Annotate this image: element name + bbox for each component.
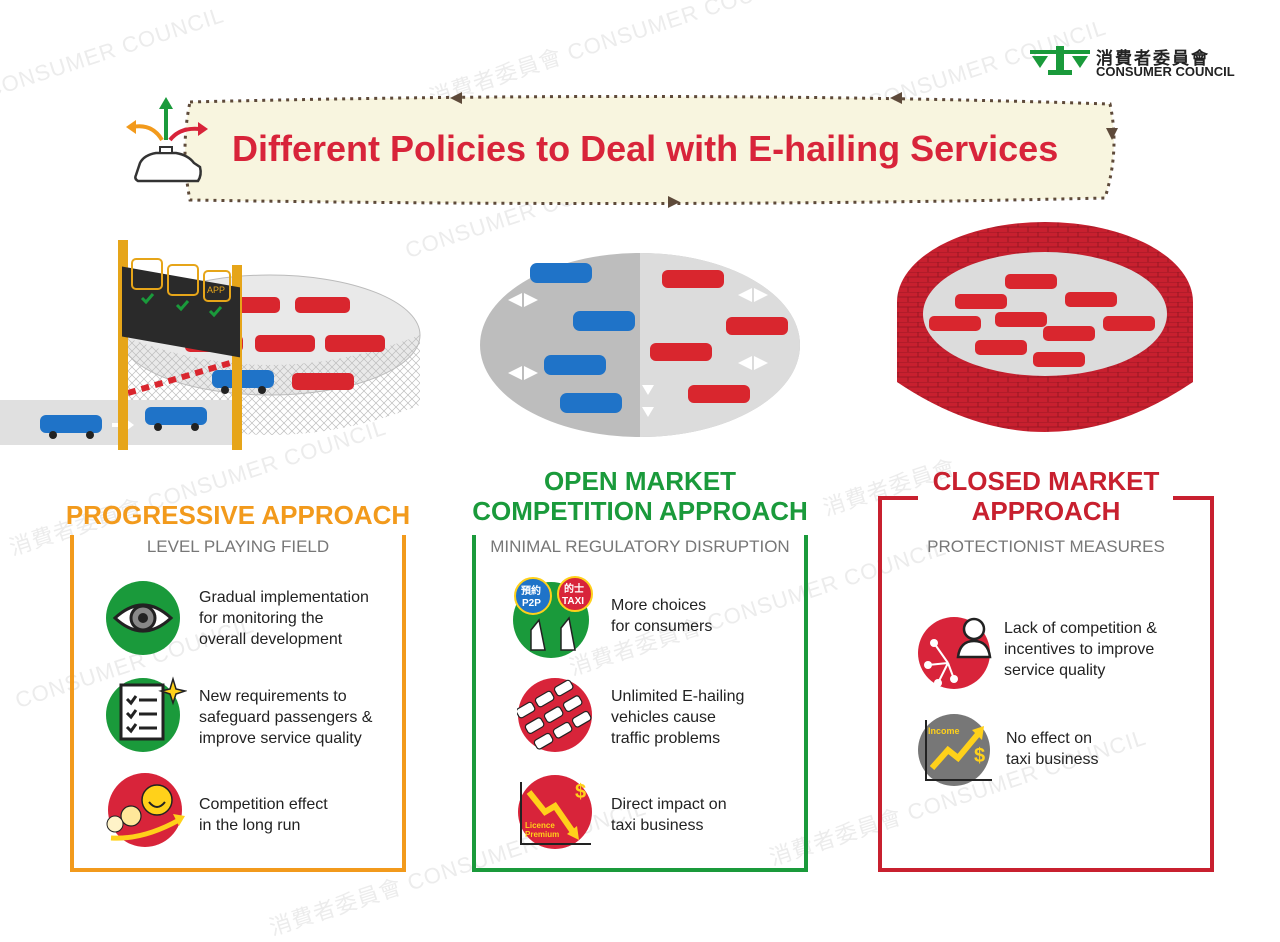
progressive-item-3-text: Competition effect in the long run [199, 796, 328, 834]
progressive-heading: PROGRESSIVE APPROACH [65, 500, 411, 530]
open-market-panel [472, 535, 808, 872]
car-direction-icon [126, 97, 208, 183]
income-chart-icon: $ Income [918, 714, 992, 786]
open-market-item-3-text: Direct impact on taxi business [611, 796, 727, 834]
closed-market-heading: CLOSED MARKET APPROACH [932, 466, 1160, 526]
progressive-item-2-text: New requirements to safeguard passengers… [199, 688, 373, 747]
open-market-item-1-text: More choices for consumers [611, 597, 713, 635]
app-sign-label: APP [207, 285, 225, 295]
traffic-jam-icon [517, 678, 592, 752]
logo-english-text: CONSUMER COUNCIL [1096, 64, 1235, 79]
open-market-heading: OPEN MARKET COMPETITION APPROACH [472, 466, 808, 526]
checklist-icon [106, 676, 187, 752]
open-market-illustration [480, 253, 800, 437]
badge-text: 的士 [564, 582, 584, 595]
page-title: Different Policies to Deal with E-hailin… [232, 128, 1059, 169]
open-market-subtitle: MINIMAL REGULATORY DISRUPTION [490, 537, 790, 556]
person-network-icon [918, 617, 992, 689]
closed-market-item-1-text: Lack of competition & incentives to impr… [1004, 620, 1157, 679]
badge-text: TAXI [562, 596, 584, 607]
badge-text: Premium [525, 830, 559, 839]
progressive-item-1-text: Gradual implementation for monitoring th… [199, 589, 369, 648]
badge-text: 預約 [521, 584, 541, 597]
progressive-illustration: APP [0, 240, 421, 450]
open-market-item-2-text: Unlimited E-hailing vehicles cause traff… [611, 688, 745, 747]
closed-market-item-2-text: No effect on taxi business [1006, 730, 1099, 768]
eye-icon [106, 581, 180, 655]
progressive-panel [70, 535, 406, 872]
falling-chart-icon: $ Licence Premium [518, 775, 592, 849]
svg-text:$: $ [575, 781, 586, 803]
progressive-subtitle: LEVEL PLAYING FIELD [146, 537, 330, 556]
badge-text: P2P [522, 598, 541, 609]
svg-text:$: $ [974, 745, 985, 767]
closed-market-illustration [897, 222, 1193, 432]
scales-logo-icon [1030, 46, 1090, 75]
consumer-council-logo: 消費者委員會 CONSUMER COUNCIL [1030, 42, 1260, 82]
choice-buttons-icon: 預約 P2P 的士 TAXI [513, 576, 593, 658]
logo-chinese-text: 消費者委員會 [1096, 49, 1210, 69]
badge-text: Licence [525, 821, 555, 830]
badge-text: Income [928, 726, 960, 736]
closed-market-subtitle: PROTECTIONIST MEASURES [927, 537, 1165, 556]
smile-growth-icon [106, 773, 185, 847]
watermark-text: CONSUMER COUNCIL [0, 2, 228, 103]
closed-market-heading-bg [918, 490, 1173, 530]
title-banner [183, 92, 1118, 208]
